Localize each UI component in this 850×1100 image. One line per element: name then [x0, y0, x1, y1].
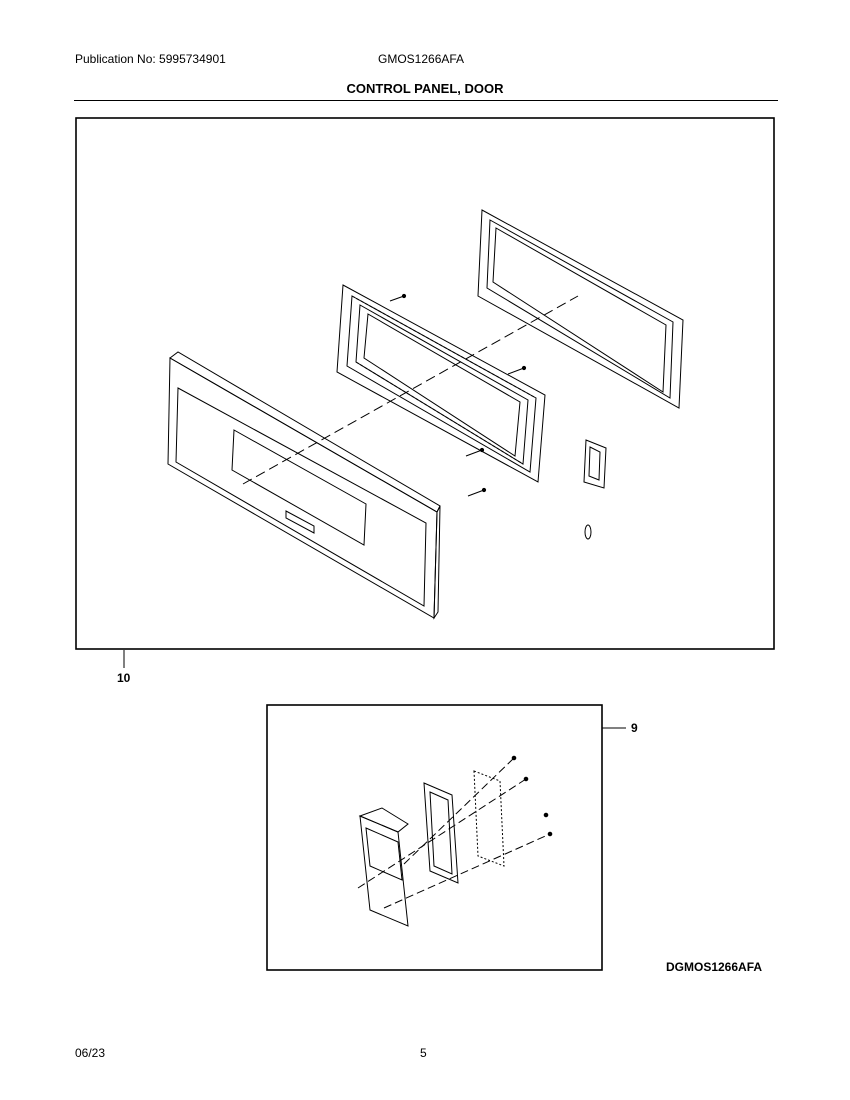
- callout-10: 10: [117, 671, 131, 685]
- publication-number: Publication No: 5995734901: [75, 52, 226, 66]
- inner-door-panel: [336, 284, 546, 483]
- bracket-screws: [511, 755, 553, 837]
- door-latch: [583, 439, 607, 540]
- model-number: GMOS1266AFA: [378, 52, 465, 66]
- screws: [389, 293, 527, 497]
- alignment-lines: [242, 295, 579, 485]
- footer-date: 06/23: [75, 1046, 106, 1060]
- door-rear-frame: [477, 209, 684, 409]
- main-frame: [75, 117, 775, 650]
- inset-frame: [266, 704, 603, 971]
- front-control-panel: [167, 351, 441, 620]
- bracket-assembly: [358, 770, 505, 927]
- bracket-alignment-lines: [357, 757, 551, 909]
- callout-9: 9: [631, 721, 638, 735]
- page-number: 5: [420, 1046, 427, 1060]
- diagram-id: DGMOS1266AFA: [666, 960, 763, 974]
- page-title: CONTROL PANEL, DOOR: [346, 81, 504, 96]
- header-rule: [74, 100, 778, 101]
